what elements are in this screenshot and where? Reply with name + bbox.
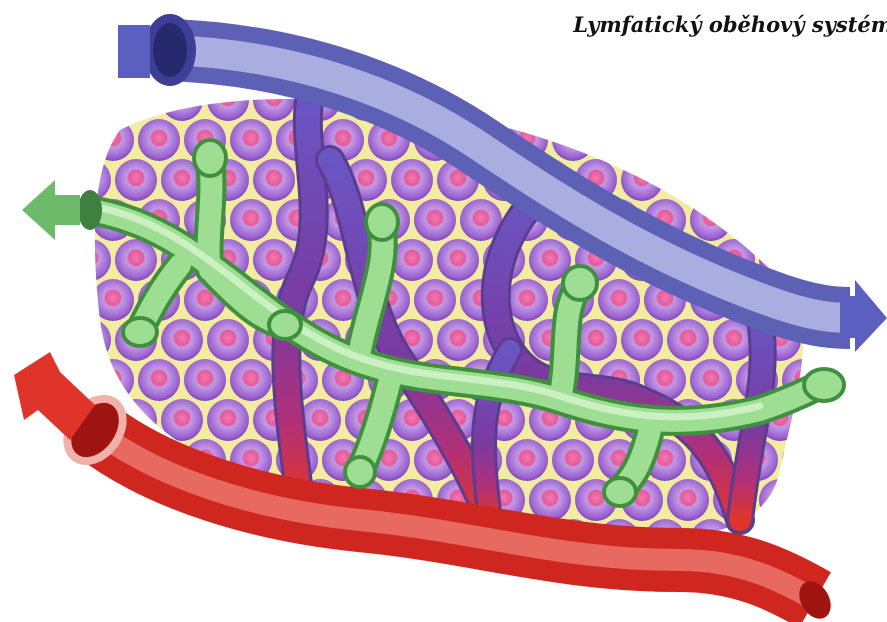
tissue-cell — [598, 279, 640, 321]
tissue-cell — [391, 159, 433, 201]
tissue-cell — [759, 159, 801, 201]
tissue-cell — [414, 279, 456, 321]
tissue-cell — [138, 119, 180, 161]
tissue-cell — [598, 119, 640, 161]
tissue-cell — [230, 199, 272, 241]
vein-inlet-arrow — [118, 25, 150, 78]
tissue-cell — [759, 479, 801, 521]
tissue-cell — [805, 479, 847, 521]
tissue-cell — [782, 119, 824, 161]
tissue-cell — [437, 239, 479, 281]
tissue-cell — [138, 519, 180, 561]
tissue-cell — [69, 319, 111, 361]
tissue-cell — [207, 319, 249, 361]
tissue-cell — [690, 119, 732, 161]
tissue-cell — [506, 439, 548, 481]
tissue-cell — [713, 79, 755, 121]
tissue-cell — [667, 79, 709, 121]
tissue-cell — [161, 319, 203, 361]
tissue-cell — [92, 359, 134, 401]
tissue-cell — [207, 399, 249, 441]
tissue-cell — [92, 279, 134, 321]
tissue-cell — [529, 79, 571, 121]
tissue-cell — [782, 439, 824, 481]
tissue-cell — [713, 159, 755, 201]
tissue-cell — [230, 119, 272, 161]
tissue-cell — [690, 199, 732, 241]
tissue-cell — [92, 119, 134, 161]
tissue-cell — [506, 279, 548, 321]
tissue-cell — [483, 79, 525, 121]
tissue-cell — [161, 399, 203, 441]
tissue-cell — [69, 79, 111, 121]
tissue-cell — [667, 479, 709, 521]
tissue-cell — [736, 199, 778, 241]
tissue-cell — [805, 159, 847, 201]
diagram-title: Lymfatický oběhový systém — [573, 12, 887, 37]
tissue-cell — [805, 79, 847, 121]
tissue-cell — [575, 79, 617, 121]
tissue-cell — [667, 319, 709, 361]
tissue-cell — [621, 319, 663, 361]
lymph-outlet-arrow — [22, 180, 80, 240]
tissue-cell — [782, 199, 824, 241]
tissue-cell — [437, 319, 479, 361]
tissue-cell — [69, 239, 111, 281]
tissue-cell — [805, 239, 847, 281]
tissue-cell — [759, 79, 801, 121]
tissue-cell — [644, 119, 686, 161]
tissue-cell — [414, 199, 456, 241]
tissue-cell — [736, 119, 778, 161]
tissue-cell — [690, 359, 732, 401]
tissue-cell — [92, 519, 134, 561]
tissue-cell — [115, 159, 157, 201]
tissue-cell — [621, 79, 663, 121]
lymph-outlet — [78, 190, 102, 230]
tissue-cell — [230, 359, 272, 401]
tissue-cell — [621, 159, 663, 201]
tissue-cell — [138, 359, 180, 401]
tissue-cell — [184, 359, 226, 401]
tissue-cell — [667, 159, 709, 201]
tissue-cell — [69, 479, 111, 521]
tissue-cell — [253, 159, 295, 201]
tissue-cell — [552, 119, 594, 161]
tissue-cell — [184, 519, 226, 561]
tissue-cell — [552, 439, 594, 481]
